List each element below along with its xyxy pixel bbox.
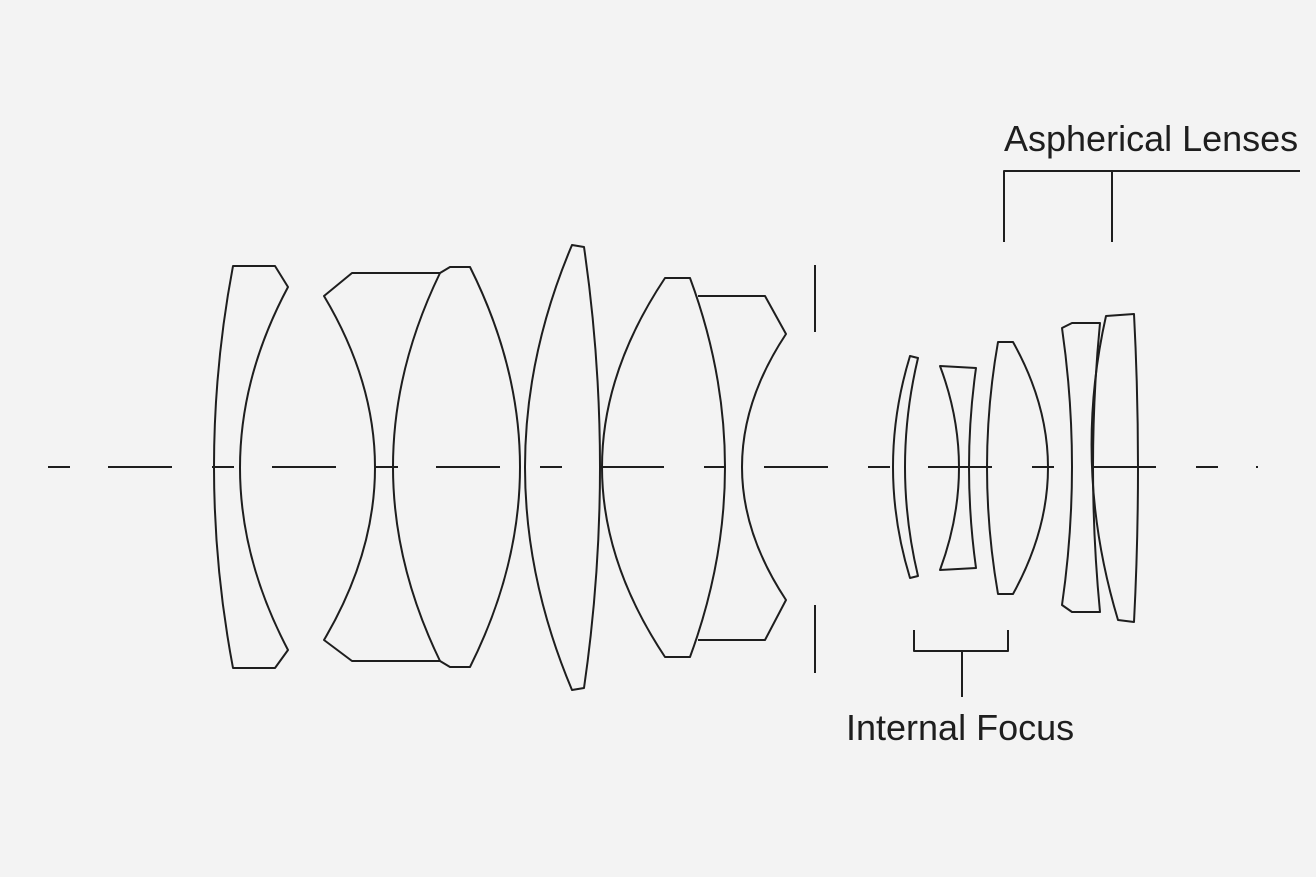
- lens-element-2a: [323, 272, 441, 662]
- lens-element-2b: [439, 266, 521, 668]
- lens-element-7: [986, 341, 1049, 595]
- lens-element-4b: [698, 295, 787, 641]
- aspherical-lens-2: [1090, 313, 1139, 623]
- lens-element-6: [939, 365, 977, 571]
- aspherical-lenses-label: Aspherical Lenses: [1004, 118, 1298, 159]
- lens-element-4a: [601, 277, 726, 658]
- internal-focus-bracket: [913, 630, 1009, 697]
- aspherical-lenses-bracket: [1003, 170, 1300, 242]
- lens-element-1: [213, 265, 289, 669]
- internal-focus-label: Internal Focus: [846, 707, 1074, 748]
- lens-element-3: [524, 244, 601, 691]
- lens-element-5: [892, 355, 919, 579]
